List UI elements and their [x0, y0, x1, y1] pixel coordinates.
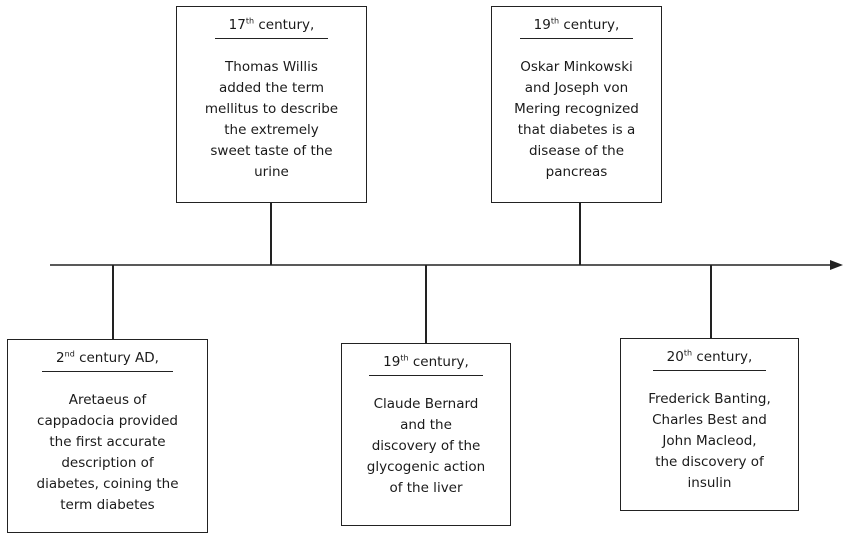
event-date: 2nd century AD,	[42, 348, 173, 372]
event-date: 17th century,	[214, 15, 329, 39]
event-date: 20th century,	[652, 347, 767, 371]
connector-claude-bernard	[425, 265, 427, 343]
connector-banting-best-macleod	[710, 265, 712, 338]
event-date: 19th century,	[519, 15, 634, 39]
event-box-banting-best-macleod: 20th century, Frederick Banting,Charles …	[620, 338, 799, 511]
connector-minkowski-mering	[579, 203, 581, 265]
connector-thomas-willis	[270, 203, 272, 265]
event-date: 19th century,	[369, 352, 483, 376]
connector-aretaeus	[112, 265, 114, 339]
